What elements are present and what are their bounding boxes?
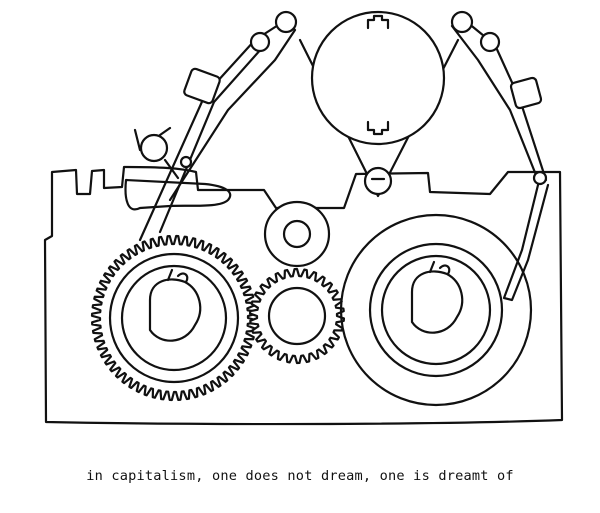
tension-arm-pivot [534,172,546,184]
middle-gear-hub [269,288,325,344]
left-reel-mark [168,270,187,282]
caption: in capitalism, one does not dream, one i… [86,468,514,484]
tension-arm [504,185,548,300]
left-reel-hub [150,279,200,340]
top-reel-notch-top [368,16,388,28]
roller-top-right-2 [481,33,499,51]
gear-middle-teeth [250,269,344,363]
right-reel-ring-inner [382,256,490,364]
top-reel-notch-bottom [368,122,388,134]
right-reel-mark [430,262,449,274]
cassette-tape-mechanism-icon [0,0,600,460]
pressure-pad-right [510,77,542,109]
middle-gear [250,269,344,363]
capstan-roller [365,168,391,194]
right-reel-hub [412,271,462,332]
gear-left-teeth [92,236,256,400]
lever-arm [135,128,178,178]
cassette-housing [45,167,562,424]
roller-top-left-2 [276,12,296,32]
center-spool [265,202,329,266]
right-reel-tape [341,215,531,405]
lever-pin [181,157,191,167]
lever-knob [141,135,167,161]
tape-path-left-inner [160,48,262,232]
left-reel-ring-inner [122,266,226,370]
top-reel [312,12,444,144]
pressure-pad-left [183,68,221,105]
left-reel-ring [110,254,238,382]
roller-top-left-1 [251,33,269,51]
guide-rail [126,180,231,209]
right-reel-ring [370,244,502,376]
left-gear [92,236,256,400]
roller-top-right-1 [452,12,472,32]
center-spool-hub [284,221,310,247]
